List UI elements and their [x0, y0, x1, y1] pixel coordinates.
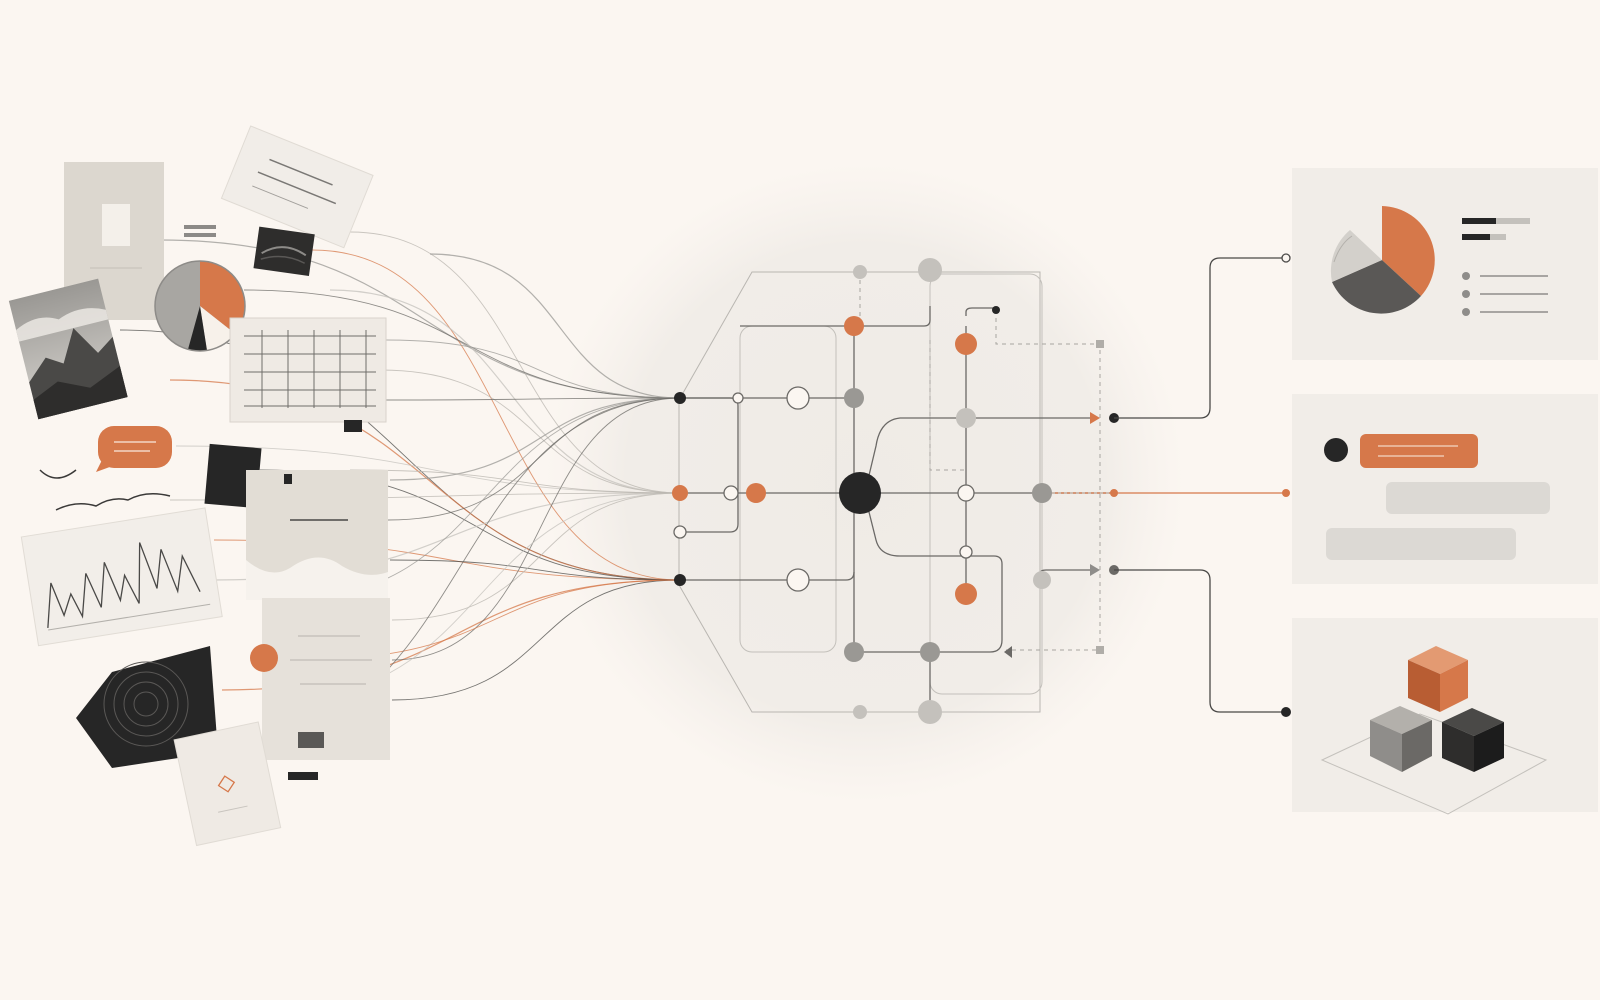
handwriting-stroke-icon	[39, 469, 171, 511]
grey-node	[844, 388, 864, 408]
arrow-head-upper	[1090, 412, 1100, 424]
legend-bars-icon	[184, 225, 216, 237]
chat-reply-bubble	[1386, 482, 1550, 514]
grey-node	[1032, 483, 1052, 503]
junction-node	[673, 525, 687, 539]
3d-model-panel	[1292, 618, 1598, 815]
torn-paper-icon	[246, 470, 390, 760]
accent-dot-icon	[250, 644, 278, 672]
network-graph	[672, 258, 1286, 724]
panel-port-bottom	[1281, 707, 1291, 717]
hollow-node	[786, 386, 810, 410]
chat-reply-bubble	[1326, 528, 1516, 560]
flow-curve	[385, 339, 681, 399]
accent-node	[746, 483, 766, 503]
small-dark-bar-icon	[288, 772, 318, 780]
grey-node	[918, 258, 942, 282]
pie-chart-icon	[1330, 206, 1435, 314]
pie-chart-report-panel	[1292, 168, 1598, 360]
grey-node	[918, 700, 942, 724]
exit-port-middle	[1110, 489, 1118, 497]
hub-node	[839, 472, 881, 514]
chat-bubbles-icon	[1360, 434, 1478, 468]
junction-node	[732, 392, 744, 404]
legend-rows	[1462, 272, 1548, 316]
entry-port-bottom	[674, 574, 686, 586]
panel-port-top	[1281, 253, 1291, 263]
spreadsheet-grid-icon	[229, 317, 387, 432]
concentric-circles-icon	[76, 646, 218, 768]
network-nodes	[672, 258, 1119, 724]
photo-thumbnail-icon	[253, 226, 315, 276]
output-connectors	[1114, 257, 1286, 713]
flow-curve	[379, 369, 681, 494]
arrow-head-lower	[1090, 564, 1100, 576]
cube-stack-icon	[1370, 646, 1504, 772]
flow-curve	[243, 289, 681, 399]
square-node	[1096, 340, 1104, 348]
flow-curve	[329, 289, 681, 494]
legend-bar	[1462, 218, 1496, 224]
flow-curve	[349, 231, 681, 494]
grey-node	[920, 642, 940, 662]
flow-curve	[391, 579, 681, 701]
dark-small-node	[992, 306, 1000, 314]
note-card-icon	[220, 125, 374, 249]
hollow-node	[957, 484, 975, 502]
entry-port-middle	[672, 485, 688, 501]
flow-curve	[429, 253, 681, 399]
grey-node	[853, 705, 867, 719]
pie-chart-icon	[154, 260, 246, 352]
flow-curve	[175, 445, 681, 494]
grey-node	[853, 265, 867, 279]
accent-node	[955, 333, 977, 355]
accent-node	[955, 583, 977, 605]
flow-curve	[391, 492, 681, 621]
flow-curve	[391, 397, 681, 661]
grey-node	[844, 642, 864, 662]
arrow-head-bottom	[1004, 646, 1012, 658]
line-chart-icon	[20, 507, 223, 647]
grey-node	[1033, 571, 1051, 589]
chat-summary-panel	[1292, 394, 1598, 584]
avatar-dot-icon	[1324, 438, 1348, 462]
junction-node	[723, 485, 739, 501]
panel-port-middle	[1282, 489, 1290, 497]
speech-bubble-icon	[96, 426, 172, 472]
entry-port-top	[674, 392, 686, 404]
hollow-node	[959, 545, 973, 559]
flow-curve	[385, 397, 681, 401]
grey-node	[956, 408, 976, 428]
hollow-node	[786, 568, 810, 592]
accent-node	[844, 316, 864, 336]
mountain-photo-icon	[8, 278, 128, 420]
flow-curve	[311, 249, 681, 581]
flow-curve	[349, 469, 681, 494]
flow-curve	[389, 397, 681, 481]
square-node	[1096, 646, 1104, 654]
input-artifacts	[8, 125, 390, 847]
sketch-card-icon	[173, 721, 282, 847]
flow-curve	[389, 559, 681, 581]
legend-bar	[1462, 234, 1490, 240]
